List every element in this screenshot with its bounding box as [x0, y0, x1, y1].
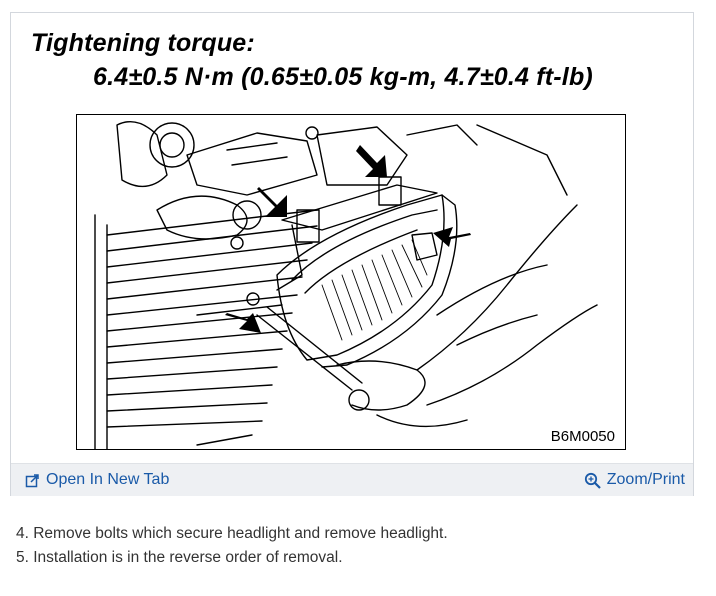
engine-components — [116, 121, 568, 240]
step-item: 5. Installation is in the reverse order … — [16, 549, 343, 566]
external-link-icon — [25, 473, 40, 488]
figure-toolbar: Open In New Tab Zoom/Print — [11, 463, 693, 496]
zoom-print-label: Zoom/Print — [606, 471, 685, 488]
open-in-new-tab-label: Open In New Tab — [46, 471, 170, 488]
radiator-grille — [94, 209, 318, 449]
headlight-bracket — [230, 176, 438, 306]
headlight-illustration — [94, 121, 598, 449]
headlight-drawing: B6M0050 — [76, 114, 626, 450]
step-item: 4. Remove bolts which secure headlight a… — [16, 525, 448, 542]
torque-value: 6.4±0.5 N·m (0.65±0.05 kg-m, 4.7±0.4 ft-… — [93, 63, 593, 91]
zoom-print-link[interactable]: Zoom/Print — [584, 471, 685, 489]
figure-image: Tightening torque: 6.4±0.5 N·m (0.65±0.0… — [11, 13, 693, 463]
magnifier-icon — [584, 472, 601, 489]
headlight-assembly — [276, 194, 458, 368]
procedure-steps: 4. Remove bolts which secure headlight a… — [16, 522, 448, 570]
open-in-new-tab-link[interactable]: Open In New Tab — [25, 471, 169, 489]
wrench-and-hand — [256, 204, 598, 428]
bolt-arrows — [225, 145, 471, 333]
figure-code: B6M0050 — [548, 428, 617, 445]
torque-title: Tightening torque: — [31, 29, 255, 57]
figure-card: Tightening torque: 6.4±0.5 N·m (0.65±0.0… — [10, 12, 694, 496]
